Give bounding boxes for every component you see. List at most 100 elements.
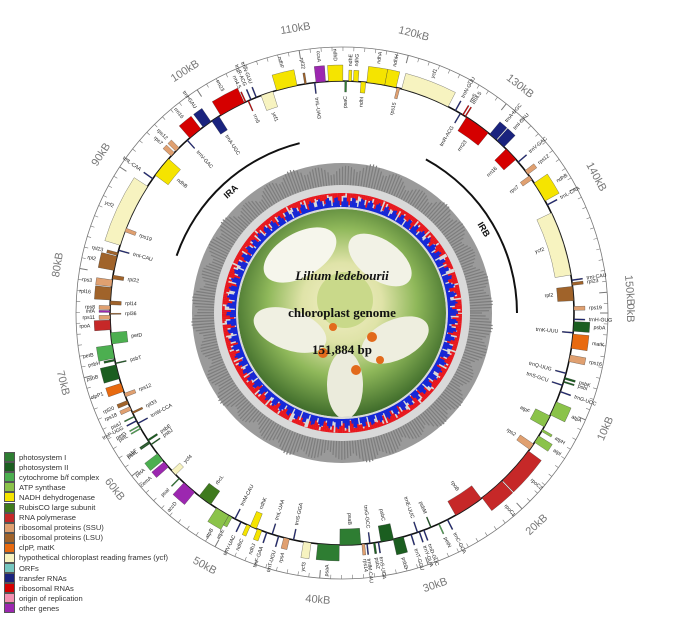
repeat-bar-blue [291,211,297,219]
gene-label: rrn16 [486,166,499,179]
gene-label: rps3 [82,277,93,284]
kb-tick [170,109,174,113]
repeat-bar-red [454,284,460,288]
gc-bar [453,243,465,251]
gene-label: psaC [343,96,349,108]
repeat-bar-blue [235,282,241,286]
repeat-bar-blue [429,371,438,379]
repeat-bar-red [429,389,433,394]
gene-block [280,537,290,550]
repeat-bar-blue [253,378,260,384]
gene-label: ndhF [276,56,285,69]
gc-bar [468,292,487,296]
gc-bar [205,265,222,272]
repeat-bar-blue [302,204,308,214]
kb-tick [457,74,461,79]
gene-label: rps11 [82,315,95,321]
repeat-bar-blue [307,203,313,212]
gene-block [564,377,576,383]
gene-block [143,171,154,180]
gc-bar [422,202,433,215]
gc-bar [468,289,484,294]
gc-bar [320,168,325,187]
kb-tick [589,397,594,400]
gc-bar [397,427,404,438]
gene-block [559,390,572,397]
repeat-bar-blue [359,198,364,209]
gc-bar [211,373,230,384]
gene-block [541,429,553,438]
repeat-bar-blue [412,230,418,236]
gene-label: psbK [578,380,592,389]
gene-label: psbM [417,501,427,515]
repeat-bar-red [403,212,410,220]
repeat-bar-blue [238,347,243,351]
kb-tick [146,132,150,136]
gene-block [524,163,538,175]
repeat-bar-blue [418,237,423,242]
center-flower-image [238,209,446,417]
gc-bar [244,202,259,218]
repeat-bar-blue [326,418,330,427]
repeat-bar-red [286,205,291,211]
repeat-bar-red [446,357,453,362]
repeat-bar-red [382,201,388,212]
gene-block [247,100,254,112]
gene-block [109,313,122,315]
gene-block [457,116,489,146]
gene-label: ndhB [175,178,189,191]
repeat-bar-blue [426,375,430,379]
repeat-bar-red [401,410,406,416]
repeat-bar-red [386,201,390,205]
gene-block [130,427,142,435]
repeat-bar-blue [300,213,303,216]
kb-label: 150kB [622,275,636,307]
kb-tick [534,490,538,494]
gene-block [447,485,482,516]
repeat-bar-red [374,421,379,429]
gene-block [105,383,124,398]
gene-label: rrn23 [457,139,469,152]
gene-block [378,523,394,542]
gene-label: rps12 [537,153,551,166]
repeat-bar-blue [237,260,248,268]
kb-tick [161,505,165,509]
repeat-bar-blue [428,247,436,254]
kb-tick [417,58,420,63]
repeat-bar-blue [257,382,264,388]
gc-bar [411,190,424,207]
gc-bar [306,174,312,189]
repeat-bar-blue [436,260,446,267]
gc-bar [457,366,474,375]
repeat-bar-blue [392,405,399,416]
gene-label: atpB [204,527,215,540]
repeat-bar-blue [267,389,271,393]
gc-bar [239,404,254,420]
gc-bar [317,167,322,187]
repeat-bar-blue [230,288,239,293]
gene-label: rrn5 [251,113,260,124]
repeat-bar-red [223,289,230,293]
gc-bar [214,375,231,386]
kb-tick [319,570,321,579]
repeat-bar-blue [364,416,368,423]
kb-tick [549,150,553,154]
repeat-bar-blue [328,200,332,208]
gene-block [137,417,149,425]
gene-label: rpl14 [125,301,137,308]
repeat-bar-blue [323,417,327,422]
repeat-bar-blue [236,284,240,288]
legend-label: clpP, matK [19,543,55,553]
gene-label: atpF [519,405,531,415]
gc-bar [469,322,493,327]
gene-label: psaJ [110,421,123,431]
gene-block [144,453,164,471]
repeat-bar-red [404,211,408,215]
gene-block [112,275,125,281]
gc-bar [210,240,230,253]
repeat-bar-red [238,250,244,255]
gene-block [211,116,228,135]
repeat-bar-blue [226,320,237,323]
repeat-bar-blue [246,372,256,381]
gene-label: petA [134,467,147,479]
